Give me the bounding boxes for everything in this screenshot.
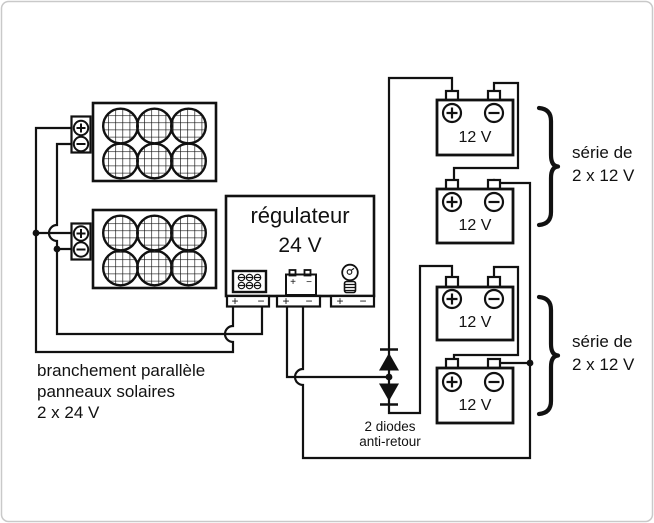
battery-icon-plus: + [290,277,296,288]
series-group-top: série de 2 x 12 V [536,105,635,228]
battery-label: 12 V [459,397,492,414]
minus-terminal-icon [72,135,90,153]
solar-panel-1 [70,101,218,183]
regulator-body [224,194,376,298]
terminal-minus-label: − [359,294,366,308]
parallel-note-line1: branchement parallèle [37,361,205,380]
brace-bottom-icon [536,294,561,417]
solar-panel-2 [70,208,218,290]
diode-up-icon [379,353,399,371]
solar-panel-icon [231,269,268,294]
battery-body [435,285,515,342]
anti-return-diodes: 2 diodes anti-retour [359,348,421,449]
series-group-bottom: série de 2 x 12 V [536,294,635,417]
battery-terminal-strip [275,294,322,308]
wire-panels-minus-bus [47,142,264,336]
wire-series-link-bottom [452,265,520,361]
wire-diode-column [387,76,454,415]
battery-icon-minus: − [306,277,312,288]
battery-12v-1: 12 V [435,89,515,157]
series-bottom-line2: 2 x 12 V [572,355,635,374]
terminal-plus-label: + [282,294,289,308]
wire-regulator-minus-loop [293,178,532,460]
diodes-note-line1: 2 diodes [364,419,415,434]
plus-terminal-icon [441,288,463,310]
battery-12v-3: 12 V [435,275,515,342]
regulator-voltage: 24 V [278,234,321,257]
series-top-line1: série de [572,143,632,162]
terminal-minus-label: − [257,294,264,308]
regulator-title: régulateur [250,203,349,228]
panel-cells [101,214,207,287]
minus-terminal-icon [483,371,505,393]
plus-terminal-icon [441,371,463,393]
series-top-line2: 2 x 12 V [572,166,635,185]
battery-label: 12 V [459,314,492,331]
panel-cells [101,107,207,180]
light-bulb-icon [341,263,359,294]
parallel-note-line2: panneaux solaires [37,382,175,401]
wires [32,76,534,460]
series-bottom-line1: série de [572,332,632,351]
plus-terminal-icon [72,119,90,137]
terminal-plus-label: + [336,294,343,308]
plus-terminal-icon [441,102,463,124]
terminal-minus-label: − [305,294,312,308]
wire-regulator-plus [285,304,391,379]
battery-body [435,98,515,157]
battery-12v-4: 12 V [435,357,515,425]
load-terminal-strip [329,294,376,308]
plus-terminal-icon [72,225,90,242]
minus-terminal-icon [72,241,90,258]
terminal-plus-label: + [231,294,238,308]
wire-series-link-top [452,81,520,182]
diode-down-icon [379,383,399,401]
parallel-note: branchement parallèle panneaux solaires … [37,361,205,422]
solar-terminal-strip [225,294,271,308]
minus-terminal-icon [483,102,505,124]
regulator-terminals: + − + − + − [225,294,376,308]
battery-12v-2: 12 V [435,178,515,245]
battery-icon: + − [285,269,317,296]
junction-dot [53,245,61,253]
minus-terminal-icon [483,288,505,310]
brace-top-icon [536,105,561,228]
wire-panels-plus-bus [34,126,235,354]
minus-terminal-icon [483,191,505,213]
battery-body [435,187,515,245]
junction-dot [32,229,40,237]
regulator-box: régulateur 24 V + − [224,194,376,308]
junction-dot [385,373,393,381]
battery-label: 12 V [459,217,492,234]
diodes-note-line2: anti-retour [359,434,421,449]
battery-label: 12 V [459,129,492,146]
junction-dot [526,359,534,367]
plus-terminal-icon [441,191,463,213]
parallel-note-line3: 2 x 24 V [37,403,100,422]
